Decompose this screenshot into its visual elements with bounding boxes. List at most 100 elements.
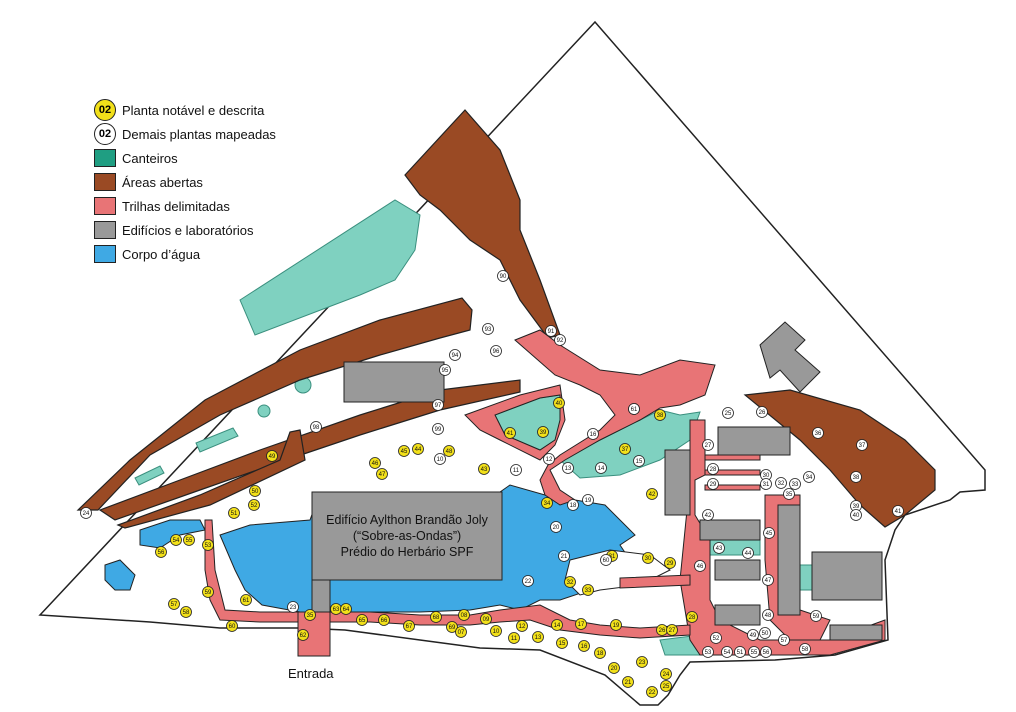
- notable-plant-marker-label: 66: [381, 618, 388, 624]
- notable-plant-marker: [297, 629, 309, 641]
- other-plant-marker-label: 90: [500, 274, 507, 280]
- notable-plant-marker-label: 22: [649, 690, 656, 696]
- other-plant-marker-label: 54: [724, 650, 731, 656]
- trail-east-rungs: [704, 454, 761, 491]
- notable-plant-marker-label: 09: [483, 617, 490, 623]
- other-plant-marker: [742, 547, 754, 559]
- other-plant-marker: [562, 462, 574, 474]
- other-plant-marker-label: 49: [750, 633, 757, 639]
- other-plant-marker: [760, 478, 772, 490]
- other-plant-marker: [783, 488, 795, 500]
- other-plant-marker-label: 40: [853, 513, 860, 519]
- other-plant-marker: [856, 439, 868, 451]
- other-plant-marker-label: 46: [697, 564, 704, 570]
- other-plant-marker: [707, 463, 719, 475]
- notable-plant-marker-label: 25: [663, 684, 670, 690]
- notable-plant-marker: [202, 586, 214, 598]
- other-plant-marker: [558, 550, 570, 562]
- other-plant-marker-label: 53: [705, 650, 712, 656]
- other-plant-marker: [510, 464, 522, 476]
- other-plant-marker: [310, 421, 322, 433]
- notable-plant-marker-label: 54: [173, 538, 180, 544]
- notable-plant-marker-label: 33: [585, 588, 592, 594]
- notable-plant-marker-label: 48: [446, 449, 453, 455]
- other-plant-marker-label: 13: [565, 466, 572, 472]
- notable-plant-marker: [226, 620, 238, 632]
- other-plant-marker-label: 61: [631, 407, 638, 413]
- other-plant-marker-label: 47: [765, 578, 772, 584]
- other-plant-marker-label: 33: [792, 482, 799, 488]
- legend-other-label: Demais plantas mapeadas: [122, 126, 276, 142]
- notable-plant-marker: [537, 426, 549, 438]
- notable-plant-marker: [594, 647, 606, 659]
- other-plant-marker: [702, 509, 714, 521]
- other-plant-marker-label: 30: [763, 473, 770, 479]
- notable-plant-marker-label: 28: [689, 615, 696, 621]
- other-plant-marker-label: 34: [806, 475, 813, 481]
- other-plant-marker: [892, 505, 904, 517]
- notable-plant-marker-label: 43: [481, 467, 488, 473]
- other-plant-marker: [497, 270, 509, 282]
- building-entrance-gate: [311, 579, 331, 613]
- other-plant-marker: [482, 323, 494, 335]
- legend-water-label: Corpo d’água: [122, 246, 201, 262]
- notable-plant-marker: [180, 606, 192, 618]
- other-plant-marker: [721, 646, 733, 658]
- notable-plant-marker: [455, 626, 467, 638]
- notable-plant-marker-label: 61: [243, 598, 250, 604]
- notable-plant-marker-label: 41: [507, 431, 514, 437]
- other-plant-marker: [449, 349, 461, 361]
- notable-plant-marker: [646, 488, 658, 500]
- notable-plant-marker-label: 57: [171, 602, 178, 608]
- notable-plant-marker-label: 24: [663, 672, 670, 678]
- notable-plant-marker: [249, 485, 261, 497]
- beds-swatch-icon: [94, 149, 116, 167]
- notable-plant-marker-label: 30: [645, 556, 652, 562]
- notable-plant-marker-label: 53: [205, 543, 212, 549]
- other-plant-marker: [748, 646, 760, 658]
- other-plant-marker-label: 27: [705, 443, 712, 449]
- notable-plant-marker-label: 32: [567, 580, 574, 586]
- other-plant-marker: [490, 345, 502, 357]
- water-pond: [104, 559, 136, 591]
- notable-plant-marker: [664, 557, 676, 569]
- other-plant-marker-label: 55: [751, 650, 758, 656]
- notable-plant-marker-label: 20: [611, 666, 618, 672]
- other-plant-marker-label: 19: [585, 498, 592, 504]
- open-area-east: [743, 389, 936, 528]
- notable-plant-marker-label: 37: [622, 447, 629, 453]
- notable-plant-marker-label: 63: [333, 607, 340, 613]
- notable-plant-marker: [610, 619, 622, 631]
- other-plant-marker: [432, 399, 444, 411]
- building-name-line3: Prédio do Herbário SPF: [340, 545, 474, 559]
- building-east-long: [777, 504, 801, 616]
- other-plant-marker-label: 42: [705, 513, 712, 519]
- notable-plant-marker: [541, 497, 553, 509]
- notable-plant-marker-label: 11: [511, 636, 518, 642]
- other-plant-marker-label: 50: [762, 631, 769, 637]
- other-plant-marker-label: 99: [435, 427, 442, 433]
- notable-plant-marker-label: 50: [252, 489, 259, 495]
- notable-plant-marker-label: 10: [493, 629, 500, 635]
- notable-plant-marker-label: 38: [657, 413, 664, 419]
- notable-plant-marker-label: 44: [415, 447, 422, 453]
- notable-plant-marker-label: 31: [609, 554, 616, 560]
- other-plant-marker: [439, 364, 451, 376]
- other-plant-marker-label: 26: [759, 410, 766, 416]
- other-plant-marker-label: 24: [83, 511, 90, 517]
- notable-plant-marker: [622, 676, 634, 688]
- open-area-long-1: [76, 297, 473, 511]
- trail-connector: [619, 574, 691, 589]
- other-plant-marker: [694, 560, 706, 572]
- other-plant-marker: [595, 462, 607, 474]
- other-plant-marker-label: 11: [513, 468, 520, 474]
- other-plant-marker: [567, 499, 579, 511]
- notable-plant-marker: [636, 656, 648, 668]
- notable-plant-marker-label: 26: [659, 628, 666, 634]
- other-plant-marker-label: 48: [765, 613, 772, 619]
- notable-plant-marker-label: 68: [433, 615, 440, 621]
- notable-plant-marker: [228, 507, 240, 519]
- notable-plant-marker: [642, 552, 654, 564]
- other-plant-marker-label: 43: [716, 546, 723, 552]
